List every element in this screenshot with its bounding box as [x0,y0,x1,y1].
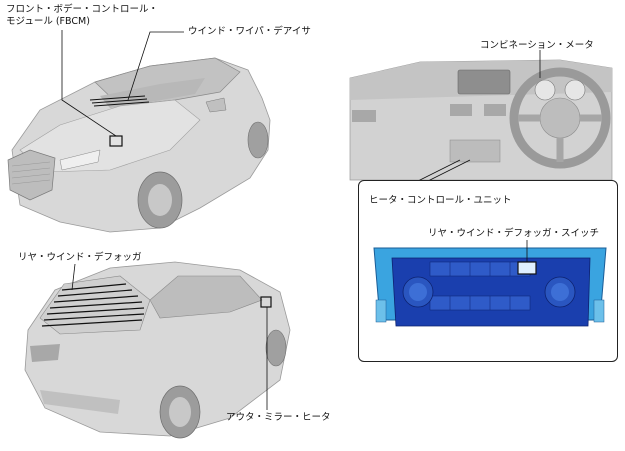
label-outer-mirror-heater: アウタ・ミラー・ヒータ [226,412,331,423]
label-fbcm-line2: モジュール (FBCM) [6,16,90,27]
label-fbcm-line1: フロント・ボデー・コントロール・ [6,4,159,15]
label-combination-meter: コンビネーション・メータ [480,40,594,51]
label-wiper-deicer: ウインド・ワイパ・デアイサ [188,26,311,37]
label-rear-defogger: リヤ・ウインド・デフォッガ [18,252,142,263]
label-heater-control-unit: ヒータ・コントロール・ユニット [369,195,512,206]
label-rear-defogger-switch: リヤ・ウインド・デフォッガ・スイッチ [428,228,600,239]
